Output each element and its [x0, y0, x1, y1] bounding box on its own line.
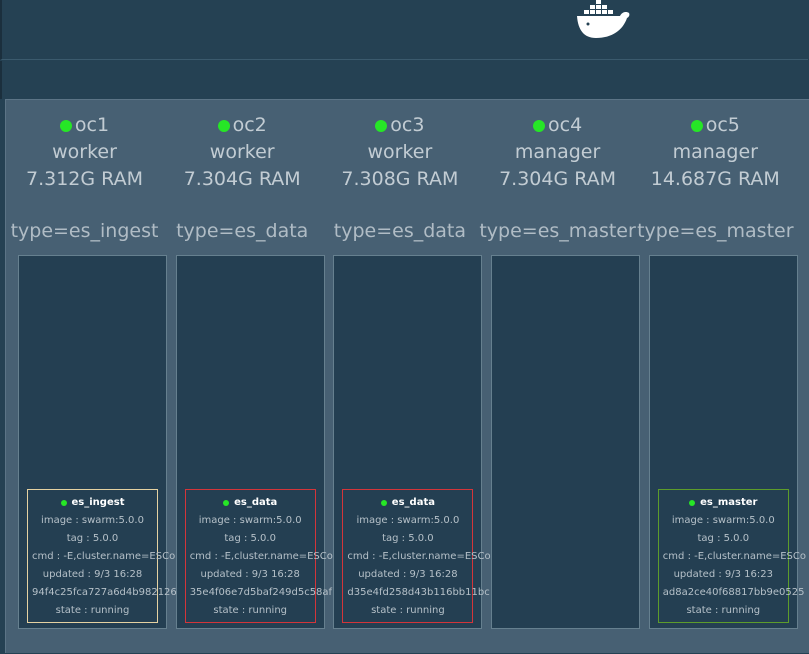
task-cmd: cmd : -E,cluster.name=ESCo — [347, 551, 491, 562]
top-bar — [0, 0, 808, 60]
task-updated: updated : 9/3 16:28 — [358, 569, 458, 580]
task-cmd: cmd : -E,cluster.name=ESCo — [189, 551, 333, 562]
node-role: manager — [514, 141, 601, 163]
node-label: type=es_data — [333, 220, 467, 242]
task-image: image : swarm:5.0.0 — [671, 515, 775, 526]
status-dot-icon — [59, 119, 72, 132]
node-header: oc3 worker 7.308G RAM — [321, 112, 478, 193]
task-state: state : running — [686, 605, 761, 616]
task-updated: updated : 9/3 16:23 — [673, 569, 773, 580]
task-cmd: cmd : -E,cluster.name=ESCo — [662, 551, 806, 562]
task-image: image : swarm:5.0.0 — [356, 515, 460, 526]
node-ram: 7.312G RAM — [26, 168, 143, 190]
task-name: es_ingest — [71, 497, 125, 508]
status-dot-icon — [217, 119, 230, 132]
docker-whale-icon — [577, 0, 630, 38]
node-name: oc4 — [548, 114, 583, 136]
node-header: oc4 manager 7.304G RAM — [479, 112, 636, 193]
node-role: worker — [52, 141, 117, 163]
task-id: ad8a2ce40f68817bb9e0525 — [662, 587, 805, 598]
task-name: es_data — [234, 497, 278, 508]
node-0: oc1 worker 7.312G RAM type=es_ingest es_inge… — [6, 100, 177, 653]
status-dot-icon — [223, 500, 230, 506]
node-label: type=es_master — [637, 220, 794, 242]
node-name: oc2 — [232, 114, 267, 136]
node-name: oc5 — [705, 114, 740, 136]
node-ram: 7.304G RAM — [183, 168, 301, 190]
node-4: oc5 manager 14.687G RAM type=es_master es_ma… — [637, 100, 806, 653]
task-updated: updated : 9/3 16:28 — [42, 569, 143, 580]
node-name: oc3 — [390, 114, 425, 136]
status-dot-icon — [380, 500, 387, 506]
task-id: d35e4fd258d43b116bb11bc — [347, 587, 490, 598]
node-label: type=es_master — [479, 220, 636, 242]
node-header: oc1 worker 7.312G RAM — [6, 112, 163, 193]
node-ram: 7.308G RAM — [341, 168, 459, 190]
task-tag: tag : 5.0.0 — [224, 533, 276, 544]
task-id: 94f4c25fca727a6d4b982126 — [32, 587, 177, 598]
node-3: oc4 manager 7.304G RAM type=es_master — [479, 100, 641, 653]
status-dot-icon — [533, 119, 545, 132]
task-image: image : swarm:5.0.0 — [198, 515, 302, 526]
node-ram: 14.687G RAM — [650, 168, 780, 190]
task-image: image : swarm:5.0.0 — [41, 515, 144, 526]
task-id: 35e4f06e7d5baf249d5c58af — [189, 587, 333, 598]
sub-bar — [0, 61, 808, 99]
node-role: manager — [672, 141, 758, 163]
status-dot-icon — [375, 119, 388, 132]
task-tag: tag : 5.0.0 — [697, 533, 750, 544]
node-header: oc5 manager 14.687G RAM — [637, 112, 794, 193]
task-updated: updated : 9/3 16:28 — [200, 569, 300, 580]
node-header: oc2 worker 7.304G RAM — [164, 112, 321, 193]
task-state: state : running — [213, 605, 288, 616]
task-name: es_master — [700, 497, 758, 508]
task-state: state : running — [371, 605, 445, 616]
node-label: type=es_ingest — [10, 220, 159, 242]
node-ram: 7.304G RAM — [499, 168, 617, 190]
node-name: oc1 — [74, 114, 110, 136]
task-tag: tag : 5.0.0 — [66, 533, 119, 544]
task-name: es_data — [391, 497, 435, 508]
task-cmd: cmd : -E,cluster.name=ESCo — [32, 551, 176, 562]
status-dot-icon — [689, 500, 696, 506]
node-label: type=es_data — [176, 220, 309, 242]
status-dot-icon — [60, 500, 67, 506]
node-role: worker — [367, 141, 433, 163]
task-tag: tag : 5.0.0 — [382, 533, 434, 544]
status-dot-icon — [690, 119, 703, 132]
task-state: state : running — [55, 605, 130, 616]
cluster-visualizer: oc1 worker 7.312G RAM type=es_ingest es_inge… — [5, 99, 809, 653]
node-role: worker — [209, 141, 275, 163]
node-task-area — [491, 255, 641, 629]
